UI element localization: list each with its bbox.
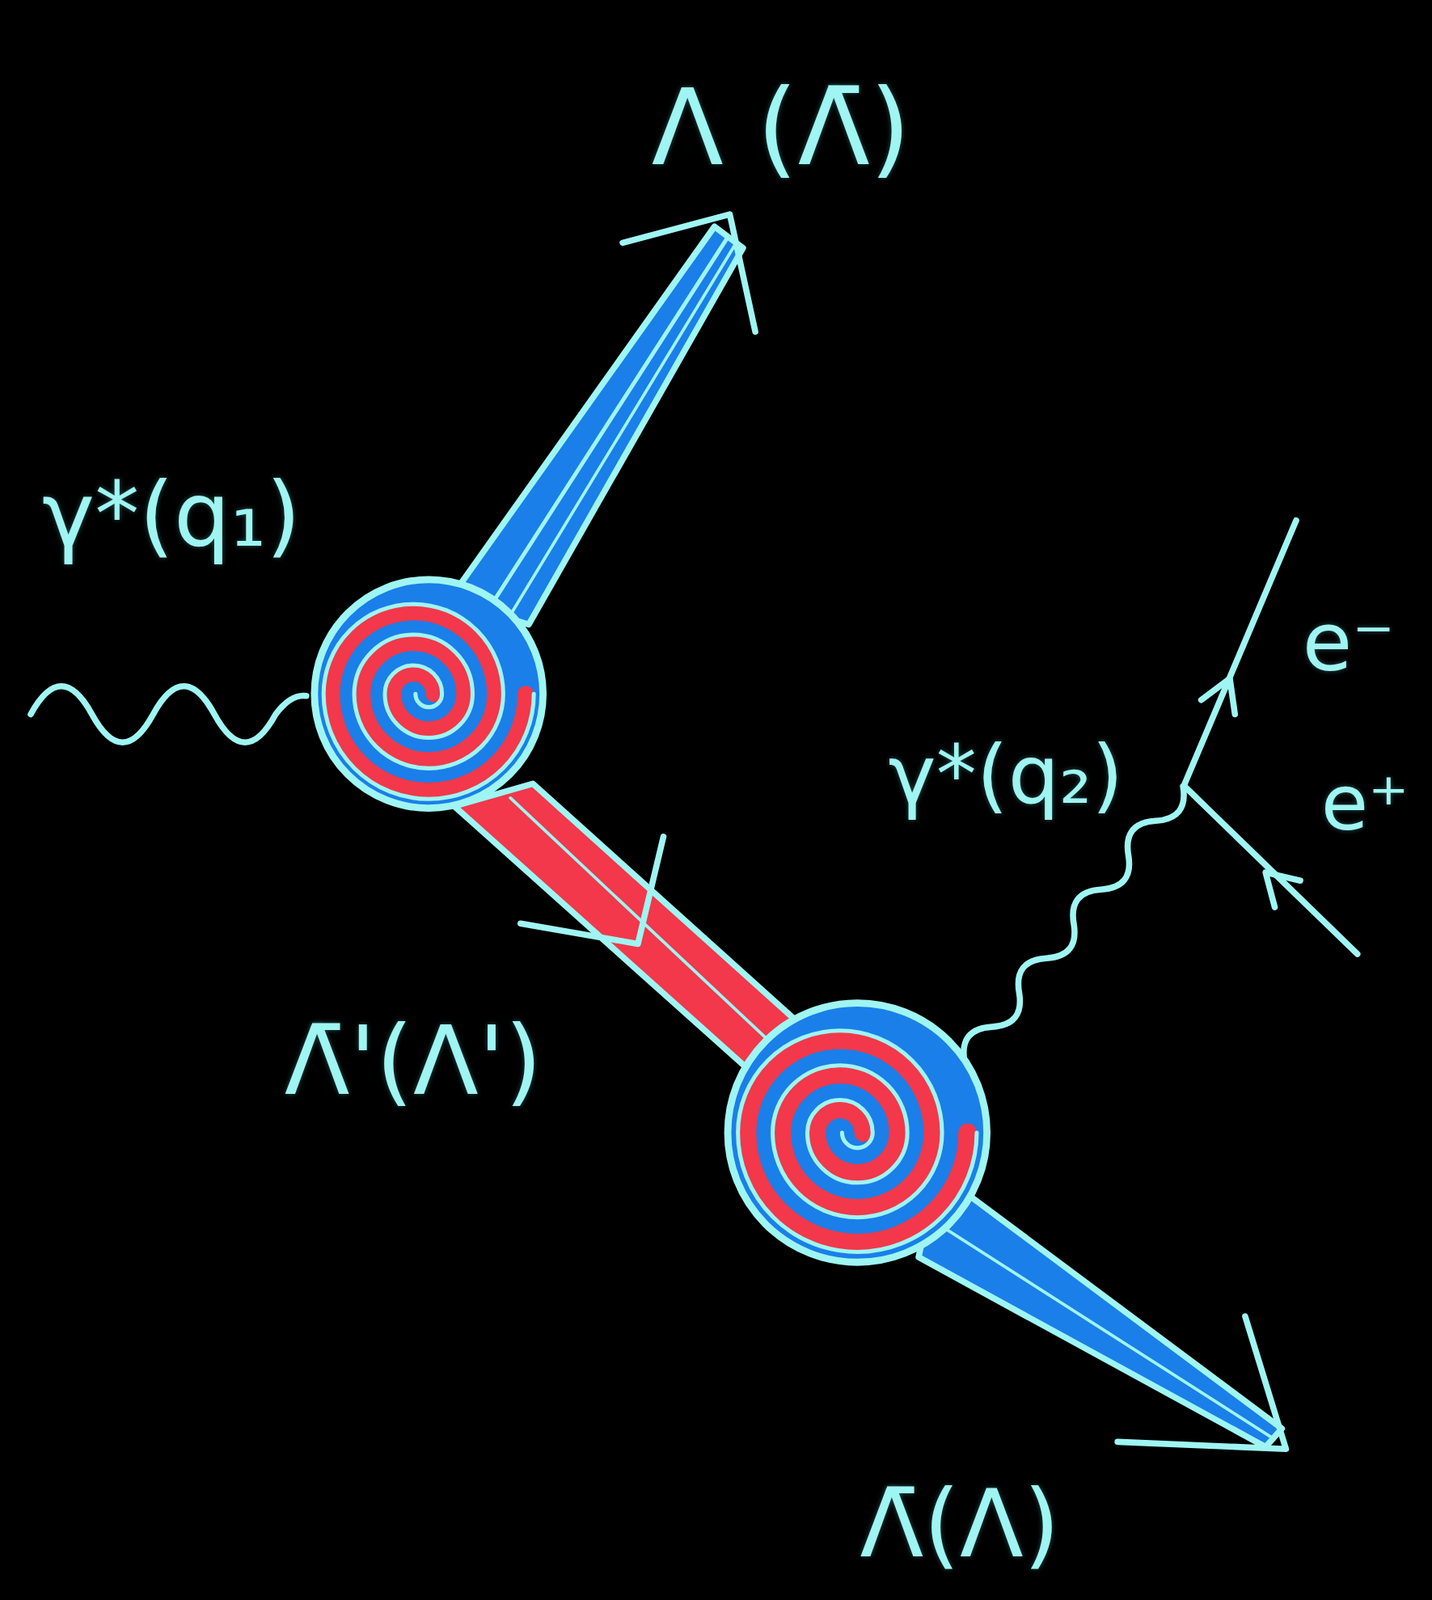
particle-label: Λ̄'(Λ') [284,1009,542,1115]
band-stripe [930,1219,1271,1437]
band-stripe [487,238,727,610]
band-stripe [508,245,736,619]
blob-spiral [747,1039,968,1243]
arrow-head [622,214,756,332]
blob-spiral [738,1030,977,1253]
baryon-band [918,1171,1282,1448]
particle-label: e⁻ [1302,598,1395,688]
particle-label: Λ (Λ̄) [651,70,912,186]
blob-spiral [331,612,526,791]
particle-label: γ*(q₁) [42,466,301,565]
arrow-head [1117,1316,1286,1449]
fermion-arrow [1265,872,1301,908]
electron-line [1183,520,1297,786]
fermion-arrow [1201,678,1236,714]
photon-line [954,778,1193,1069]
vertex-blob [314,579,544,809]
band-stripe [510,798,796,1067]
photon-line [30,686,307,743]
particle-label: γ*(q₂) [888,730,1124,820]
baryon-band [448,226,743,625]
blob-spiral [323,604,534,799]
vertex-blob [727,1003,988,1264]
propagator-arrow [520,836,664,945]
particle-label: e⁺ [1321,760,1410,846]
particle-label: Λ̄(Λ) [859,1473,1060,1576]
